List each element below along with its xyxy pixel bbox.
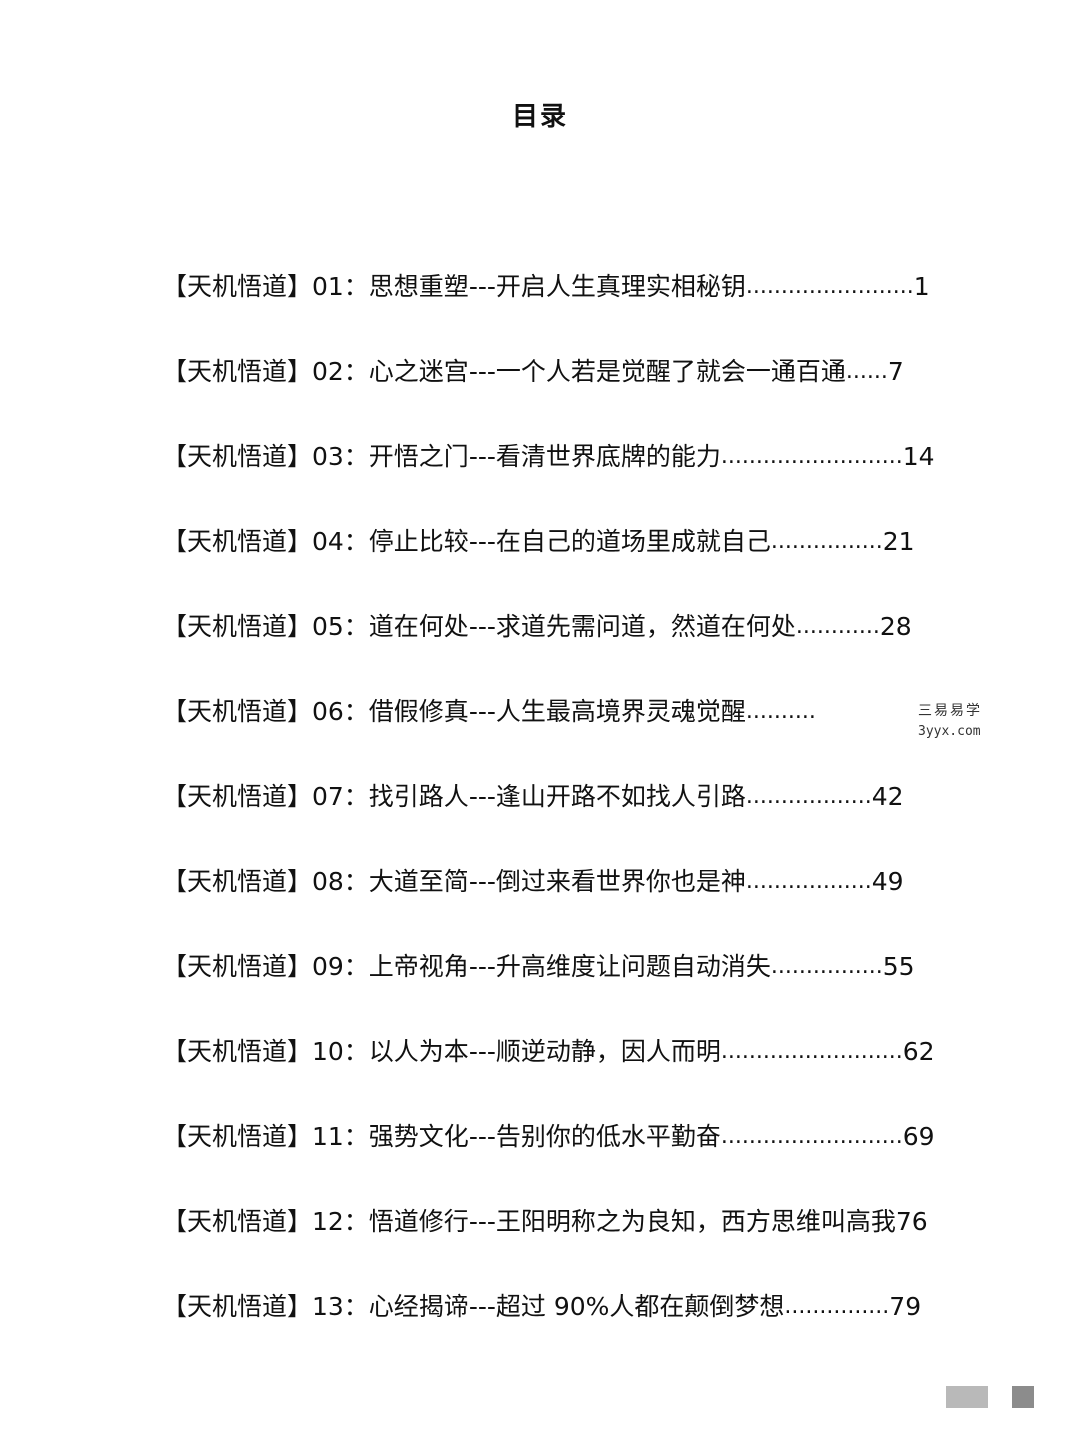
toc-leader-dots: .................. <box>745 784 872 809</box>
toc-entry: 【天机悟道】06：借假修真---人生最高境界灵魂觉醒 .......... <box>162 690 962 775</box>
toc-page-number: 62 <box>902 1037 935 1066</box>
toc-entry-title: 【天机悟道】07：找引路人---逢山开路不如找人引路 <box>162 782 746 811</box>
toc-entry: 【天机悟道】12：悟道修行---王阳明称之为良知，西方思维叫高我 76 <box>162 1200 962 1285</box>
toc-entry: 【天机悟道】08：大道至简---倒过来看世界你也是神 .............… <box>162 860 962 945</box>
toc-entry-title: 【天机悟道】10：以人为本---顺逆动静，因人而明 <box>162 1037 721 1066</box>
toc-entry-title: 【天机悟道】03：开悟之门---看清世界底牌的能力 <box>162 442 721 471</box>
toc-leader-dots: ........................ <box>745 274 914 299</box>
corner-mark <box>1012 1386 1034 1408</box>
toc-entry-title: 【天机悟道】04：停止比较---在自己的道场里成就自己 <box>162 527 771 556</box>
toc-page-number: 28 <box>879 612 912 641</box>
toc-entry: 【天机悟道】10：以人为本---顺逆动静，因人而明 ..............… <box>162 1030 962 1115</box>
toc-entry-title: 【天机悟道】09：上帝视角---升高维度让问题自动消失 <box>162 952 771 981</box>
toc-page-number: 76 <box>895 1207 928 1236</box>
toc-entry-title: 【天机悟道】05：道在何处---求道先需问道，然道在何处 <box>162 612 796 641</box>
toc-page-number: 55 <box>882 952 915 981</box>
toc-leader-dots: .......................... <box>720 1039 903 1064</box>
toc-leader-dots: .......... <box>745 699 816 724</box>
toc-entry: 【天机悟道】02：心之迷宫---一个人若是觉醒了就会一通百通 ...... 7 <box>162 350 962 435</box>
toc-leader-dots: ...... <box>845 359 888 384</box>
watermark: 三易易学 3yyx.com <box>918 700 998 739</box>
toc-page-number: 7 <box>887 357 904 386</box>
toc-leader-dots: ................ <box>770 529 883 554</box>
toc-page-number: 79 <box>889 1292 922 1321</box>
watermark-url: 3yyx.com <box>918 724 981 739</box>
toc-page-number: 14 <box>902 442 935 471</box>
toc-entry: 【天机悟道】05：道在何处---求道先需问道，然道在何处 ...........… <box>162 605 962 690</box>
toc-entry-title: 【天机悟道】02：心之迷宫---一个人若是觉醒了就会一通百通 <box>162 357 846 386</box>
toc-entry-title: 【天机悟道】08：大道至简---倒过来看世界你也是神 <box>162 867 746 896</box>
toc-entry: 【天机悟道】13：心经揭谛---超过 90%人都在颠倒梦想 ..........… <box>162 1285 962 1370</box>
toc-page-number: 49 <box>871 867 904 896</box>
toc-entry: 【天机悟道】07：找引路人---逢山开路不如找人引路 .............… <box>162 775 962 860</box>
toc-entry-title: 【天机悟道】06：借假修真---人生最高境界灵魂觉醒 <box>162 697 746 726</box>
toc-entry: 【天机悟道】03：开悟之门---看清世界底牌的能力 ..............… <box>162 435 962 520</box>
toc-leader-dots: ............... <box>784 1294 890 1319</box>
table-of-contents: 【天机悟道】01：思想重塑---开启人生真理实相秘钥 .............… <box>162 265 962 1370</box>
page-title: 目录 <box>511 102 568 132</box>
toc-leader-dots: ............ <box>795 614 880 639</box>
toc-leader-dots: .......................... <box>720 444 903 469</box>
toc-entry-title: 【天机悟道】13：心经揭谛---超过 90%人都在颠倒梦想 <box>162 1292 785 1321</box>
watermark-name: 三易易学 <box>918 703 982 719</box>
toc-entry-title: 【天机悟道】01：思想重塑---开启人生真理实相秘钥 <box>162 272 746 301</box>
toc-leader-dots: ................ <box>770 954 883 979</box>
toc-leader-dots: .......................... <box>720 1124 903 1149</box>
toc-entry: 【天机悟道】04：停止比较---在自己的道场里成就自己 ............… <box>162 520 962 605</box>
toc-entry-title: 【天机悟道】12：悟道修行---王阳明称之为良知，西方思维叫高我 <box>162 1207 896 1236</box>
toc-entry: 【天机悟道】09：上帝视角---升高维度让问题自动消失 ............… <box>162 945 962 1030</box>
corner-mark <box>946 1386 988 1408</box>
toc-page-number: 69 <box>902 1122 935 1151</box>
toc-leader-dots: .................. <box>745 869 872 894</box>
toc-entry: 【天机悟道】11：强势文化---告别你的低水平勤奋 ..............… <box>162 1115 962 1200</box>
toc-page-number: 42 <box>871 782 904 811</box>
toc-page-number: 1 <box>913 272 930 301</box>
toc-page-number: 21 <box>882 527 915 556</box>
toc-entry-title: 【天机悟道】11：强势文化---告别你的低水平勤奋 <box>162 1122 721 1151</box>
toc-entry: 【天机悟道】01：思想重塑---开启人生真理实相秘钥 .............… <box>162 265 962 350</box>
